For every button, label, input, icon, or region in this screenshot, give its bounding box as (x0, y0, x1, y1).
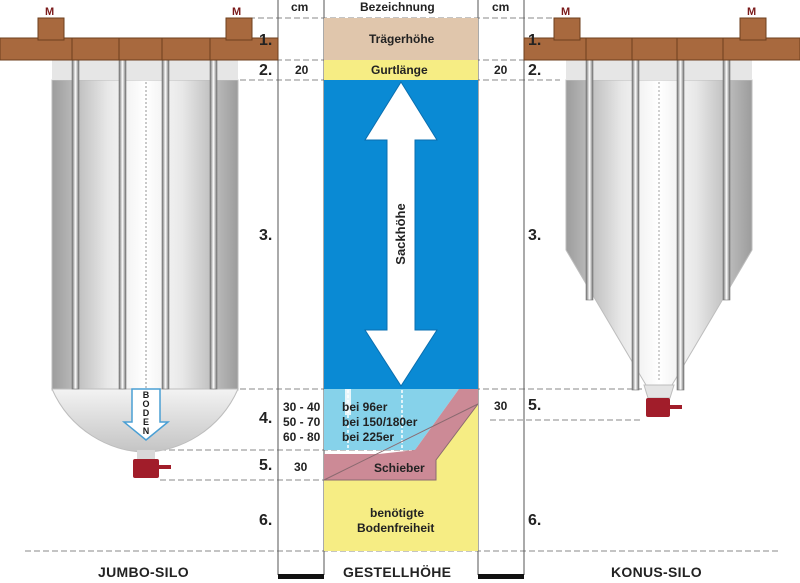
sackhoehe-label: Sackhöhe (393, 203, 408, 264)
step-number: 2. (259, 62, 273, 79)
gestellhoehe-title: GESTELLHÖHE (343, 564, 452, 580)
schieber-block (324, 454, 436, 480)
motor-label: M (232, 6, 242, 18)
auslauf-block (324, 389, 459, 450)
traegerhoehe-block (324, 18, 478, 60)
motor-label: M (747, 6, 757, 18)
header-cm-left: cm (291, 0, 309, 14)
value-range: 60 - 80 (283, 430, 321, 444)
step-number: 6. (259, 512, 273, 529)
bar-left (278, 574, 324, 579)
bodenfreiheit-block (324, 404, 478, 551)
motor-box (739, 17, 767, 41)
value-gurt-right: 20 (494, 63, 508, 77)
step-number: 4. (259, 410, 273, 427)
value-range: 30 - 40 (283, 400, 321, 414)
motor-label: M (45, 6, 55, 18)
value-konus-right: 30 (494, 399, 508, 413)
bei-label: bei 150/180er (342, 415, 418, 429)
motor-box (553, 17, 581, 41)
step-number: 1. (259, 32, 273, 49)
bodenfreiheit-label: benötigte (370, 506, 424, 520)
bei-label: bei 96er (342, 400, 388, 414)
jumbo-silo-title: JUMBO-SILO (98, 564, 189, 580)
konus-silo (523, 17, 800, 417)
bodenfreiheit-label: Bodenfreiheit (357, 521, 435, 535)
value-range: 50 - 70 (283, 415, 321, 429)
step-number: 3. (259, 227, 273, 244)
step-number: 2. (528, 62, 542, 79)
gurtlaenge-label: Gurtlänge (371, 63, 428, 77)
beam (523, 37, 800, 61)
valve-icon (133, 459, 159, 478)
valve-icon (646, 398, 670, 417)
beam (0, 37, 279, 61)
bar-right (478, 574, 524, 579)
step-number: 5. (528, 397, 542, 414)
bei-label: bei 225er (342, 430, 395, 444)
boden-arrow-icon (121, 388, 171, 441)
jumbo-silo (0, 17, 279, 478)
gurtlaenge-block (324, 60, 478, 80)
motor-box (37, 17, 65, 41)
schieber-label: Schieber (374, 461, 425, 475)
step-number: 3. (528, 227, 542, 244)
step-number: 1. (528, 32, 542, 49)
step-number: 5. (259, 457, 273, 474)
header-bezeichnung: Bezeichnung (360, 0, 435, 14)
guide-lines (25, 17, 780, 552)
header-cm-right: cm (492, 0, 510, 14)
step-number: 6. (528, 512, 542, 529)
motor-label: M (561, 6, 571, 18)
value-gurt-left: 20 (295, 63, 309, 77)
traegerhoehe-label: Trägerhöhe (369, 32, 435, 46)
konus-silo-title: KONUS-SILO (611, 564, 702, 580)
motor-box (225, 17, 253, 41)
double-arrow-icon (364, 81, 438, 387)
value-schieber-left: 30 (294, 460, 308, 474)
